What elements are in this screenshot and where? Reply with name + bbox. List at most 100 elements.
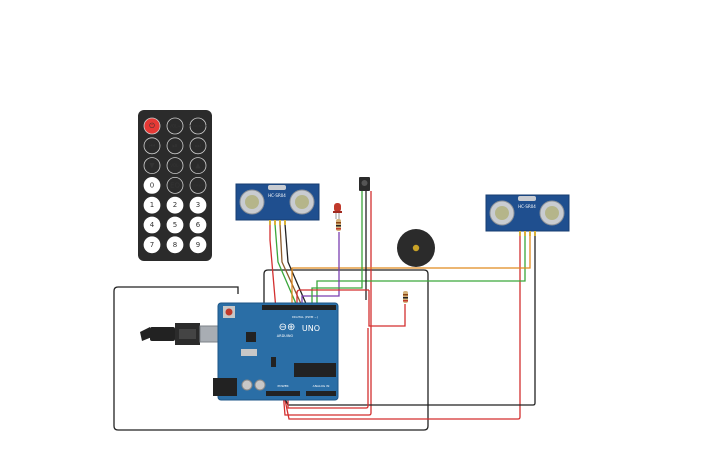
remote-button-label: VOL+ — [169, 124, 180, 129]
remote-button-4-0[interactable]: 1 — [143, 196, 161, 214]
usb-plug-grip — [150, 327, 175, 341]
remote-button-label: ST/REPT — [192, 183, 205, 187]
remote-button-label: 3 — [196, 201, 200, 209]
arduino-logo-icon: ⊖⊕ — [279, 322, 296, 333]
buzzer-wire-red[interactable] — [368, 290, 406, 327]
remote-button-6-2[interactable]: 9 — [189, 236, 207, 254]
capacitor-b — [254, 379, 266, 391]
remote-button-shape — [166, 176, 184, 194]
led-resistor[interactable] — [336, 219, 341, 231]
crystal — [241, 349, 257, 356]
remote-button-0-2[interactable]: FUNC/STOP — [189, 117, 207, 135]
ir-receiver-signal-wire[interactable] — [311, 191, 363, 306]
remote-button-0-0[interactable]: ⏻ — [143, 117, 161, 135]
led-signal-wire[interactable] — [301, 232, 340, 306]
sensor-left-mesh-a — [245, 195, 259, 209]
remote-button-2-2[interactable]: ▲ — [189, 157, 207, 175]
left-sensor-vcc-wire[interactable] — [269, 191, 372, 416]
sensor-left-crystal — [268, 185, 286, 190]
sensor-right-crystal — [518, 196, 536, 201]
remote-button-shape — [166, 137, 184, 155]
ir-receiver[interactable] — [359, 177, 370, 191]
buzzer-resistor-band-3 — [403, 300, 408, 302]
remote-button-5-2[interactable]: 6 — [189, 216, 207, 234]
reset-button[interactable] — [225, 308, 233, 316]
remote-button-3-1[interactable]: EQ — [166, 176, 184, 194]
ultrasonic-sensor-left[interactable]: HC-SR04 — [235, 183, 320, 225]
remote-button-shape — [143, 216, 161, 234]
remote-button-label: ⏭ — [195, 142, 202, 150]
remote-button-2-1[interactable]: VOL- — [166, 157, 184, 175]
remote-button-6-0[interactable]: 7 — [143, 236, 161, 254]
right-sensor-trig-wire[interactable] — [316, 232, 526, 306]
red-led[interactable] — [333, 203, 342, 219]
right-sensor-echo-wire[interactable] — [291, 232, 531, 306]
digital-label: DIGITAL (PWM ~) — [292, 315, 318, 319]
remote-button-shape — [166, 216, 184, 234]
board-5v-wire[interactable] — [287, 328, 369, 409]
remote-button-shape — [143, 117, 161, 135]
remote-button-3-0[interactable]: 0 — [143, 176, 161, 194]
remote-button-5-0[interactable]: 4 — [143, 216, 161, 234]
power-header — [266, 391, 300, 396]
remote-button-shape — [166, 157, 184, 175]
remote-button-label: 9 — [196, 241, 200, 249]
sensor-right-mesh-a — [495, 206, 509, 220]
arduino-brand: ARDUINO — [277, 334, 294, 338]
remote-button-shape — [166, 236, 184, 254]
led-rim — [333, 211, 342, 213]
atmega-chip — [294, 363, 336, 377]
remote-button-4-2[interactable]: 3 — [189, 196, 207, 214]
remote-button-4-1[interactable]: 2 — [166, 196, 184, 214]
piezo-buzzer[interactable] — [397, 229, 435, 267]
led-resistor-band-3 — [336, 228, 341, 230]
remote-button-5-1[interactable]: 5 — [166, 216, 184, 234]
buzzer-hole — [412, 244, 420, 252]
usb-cable-wire[interactable] — [113, 269, 429, 431]
remote-button-shape — [189, 196, 207, 214]
remote-button-label: 0 — [150, 181, 154, 189]
remote-button-shape — [166, 196, 184, 214]
remote-button-shape — [143, 196, 161, 214]
remote-button-1-2[interactable]: ⏭ — [189, 137, 207, 155]
right-sensor-gnd-wire[interactable] — [282, 232, 536, 406]
buzzer-resistor[interactable] — [403, 291, 408, 303]
buzzer-to-board-wire[interactable] — [296, 289, 369, 306]
arduino-uno[interactable]: DIGITAL (PWM ~) ⊖⊕ UNO ARDUINO POWER ANA… — [213, 302, 339, 401]
remote-button-shape — [143, 176, 161, 194]
remote-button-label: 7 — [150, 241, 154, 249]
remote-button-shape — [143, 137, 161, 155]
remote-button-2-0[interactable]: ▼ — [143, 157, 161, 175]
sensor-left-label: HC-SR04 — [268, 193, 286, 198]
left-sensor-gnd-wire[interactable] — [284, 223, 308, 307]
sensor-left-pins — [269, 220, 286, 225]
remote-button-shape — [189, 117, 207, 135]
remote-button-shape — [189, 216, 207, 234]
sensor-right-mesh-b — [545, 206, 559, 220]
remote-button-label: 1 — [150, 201, 154, 209]
left-sensor-echo-wire[interactable] — [279, 223, 303, 307]
analog-label: ANALOG IN — [313, 384, 330, 388]
left-sensor-trig-wire[interactable] — [274, 223, 298, 307]
sensor-right-pins — [519, 231, 536, 236]
ultrasonic-sensor-right[interactable]: HC-SR04 — [485, 194, 570, 236]
arduino-model: UNO — [302, 324, 320, 333]
remote-button-6-1[interactable]: 8 — [166, 236, 184, 254]
remote-button-label: VOL- — [170, 163, 180, 168]
capacitor-a — [241, 379, 253, 391]
remote-button-shape — [189, 137, 207, 155]
remote-button-1-0[interactable]: ⏮ — [143, 137, 161, 155]
remote-button-3-2[interactable]: ST/REPT — [189, 176, 207, 194]
remote-button-0-1[interactable]: VOL+ — [166, 117, 184, 135]
remote-button-label: 2 — [173, 201, 177, 209]
remote-button-1-1[interactable]: ⏯ — [166, 137, 184, 155]
sensor-left-mesh-b — [295, 195, 309, 209]
led-resistor-band-1 — [336, 222, 341, 224]
remote-button-shape — [189, 236, 207, 254]
remote-button-label: FUNC/STOP — [189, 124, 206, 128]
buzzer-resistor-band-2 — [403, 297, 408, 299]
right-sensor-vcc-wire[interactable] — [283, 232, 521, 420]
